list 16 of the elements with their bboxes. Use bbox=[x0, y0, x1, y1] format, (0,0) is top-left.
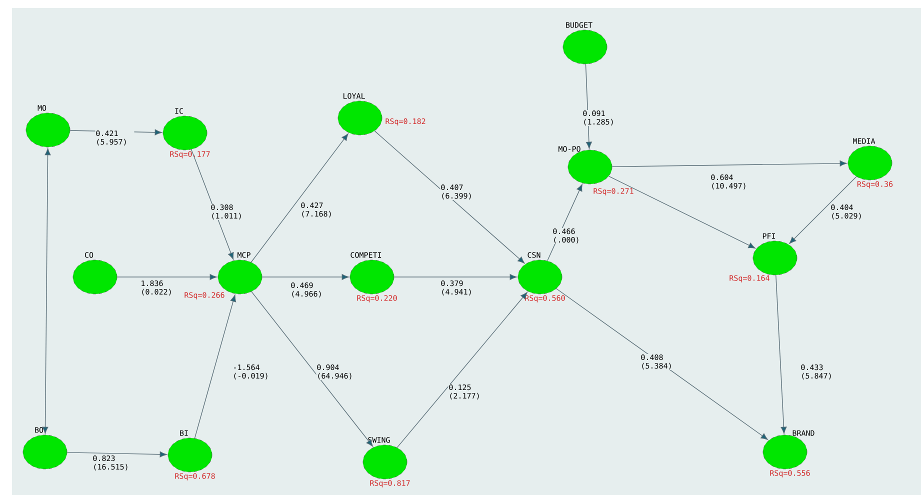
arrow bbox=[190, 149, 234, 260]
arrow bbox=[612, 160, 847, 168]
arrow bbox=[776, 274, 787, 434]
arrow bbox=[251, 291, 374, 447]
arrow bbox=[116, 274, 217, 280]
arrow bbox=[396, 292, 528, 448]
arrow bbox=[608, 176, 756, 249]
arrow bbox=[556, 288, 768, 440]
arrow bbox=[789, 176, 857, 244]
arrow bbox=[262, 274, 349, 280]
arrow bbox=[194, 294, 236, 439]
arrow bbox=[394, 274, 517, 280]
arrow bbox=[250, 134, 348, 262]
arrow bbox=[66, 451, 167, 458]
arrow bbox=[42, 148, 51, 434]
arrow bbox=[374, 130, 525, 264]
